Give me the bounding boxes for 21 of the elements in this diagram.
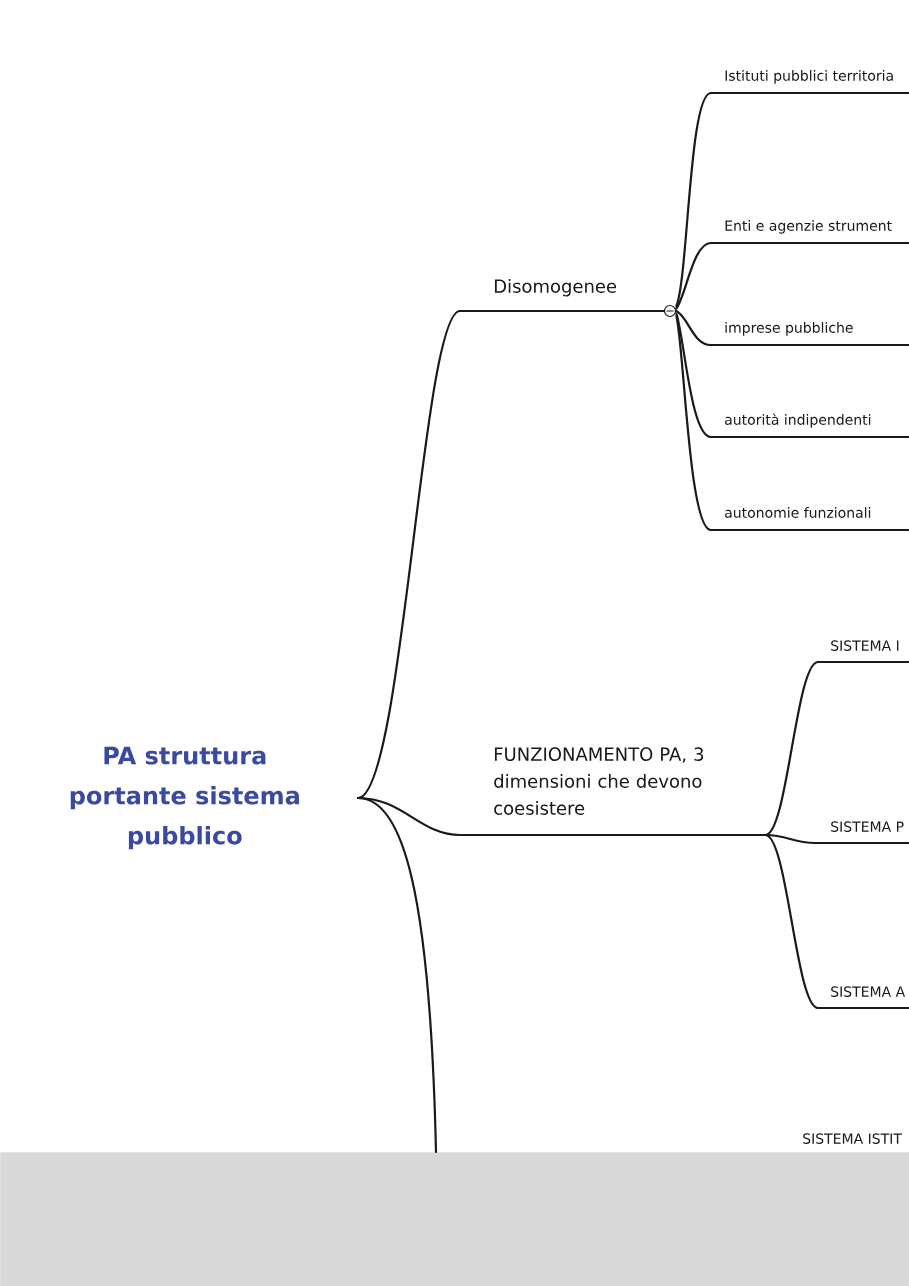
topic: SISTEMA P xyxy=(813,821,909,845)
topic: autorità indipendenti xyxy=(709,413,909,439)
topic: imprese pubbliche xyxy=(709,322,909,347)
blurred-area xyxy=(0,1152,909,1286)
topic: SISTEMA A xyxy=(816,986,909,1010)
branch-line xyxy=(675,241,713,310)
branch-line xyxy=(675,314,713,532)
topic: FUNZIONAMENTO PA, 3 dimensioni che devono coesistere xyxy=(458,747,767,837)
topic: Istituti pubblici territoria xyxy=(709,70,909,95)
branch-line xyxy=(675,91,713,308)
central-topic: PA struttura portante sistema pubblico xyxy=(70,746,299,850)
topic: SISTEMA I xyxy=(816,640,909,664)
branch-line xyxy=(675,312,713,439)
branch-line xyxy=(764,833,820,1010)
topic: Enti e agenzie strument xyxy=(709,220,909,245)
topic: Disomogenee xyxy=(458,279,666,313)
topic: autonomie funzionali xyxy=(709,507,909,532)
branch-line xyxy=(764,660,820,837)
branch-line xyxy=(356,796,438,1154)
branch-line xyxy=(675,309,713,347)
topic: SISTEMA ISTIT xyxy=(803,1133,902,1144)
